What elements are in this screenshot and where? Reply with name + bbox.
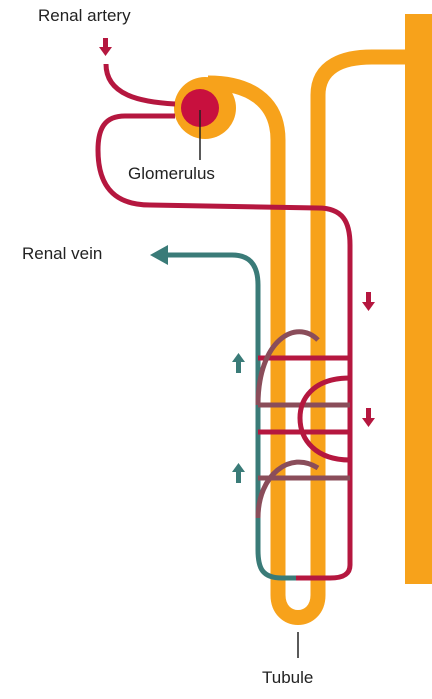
artery-flow-arrow-top — [99, 38, 112, 56]
tubule-label: Tubule — [262, 668, 313, 688]
artery-flow-arrow-2 — [362, 408, 375, 427]
tubule-path — [208, 57, 406, 618]
renal-artery-label: Renal artery — [38, 6, 131, 26]
vein-flow-arrow-1 — [232, 353, 245, 373]
renal-vein-arrowhead — [150, 245, 168, 265]
glomerulus-label: Glomerulus — [128, 164, 215, 184]
collecting-duct — [405, 14, 432, 584]
artery-flow-arrow-1 — [362, 292, 375, 311]
afferent-arteriole — [106, 64, 175, 104]
vein-flow-arrow-2 — [232, 463, 245, 483]
renal-vein-label: Renal vein — [22, 244, 102, 264]
